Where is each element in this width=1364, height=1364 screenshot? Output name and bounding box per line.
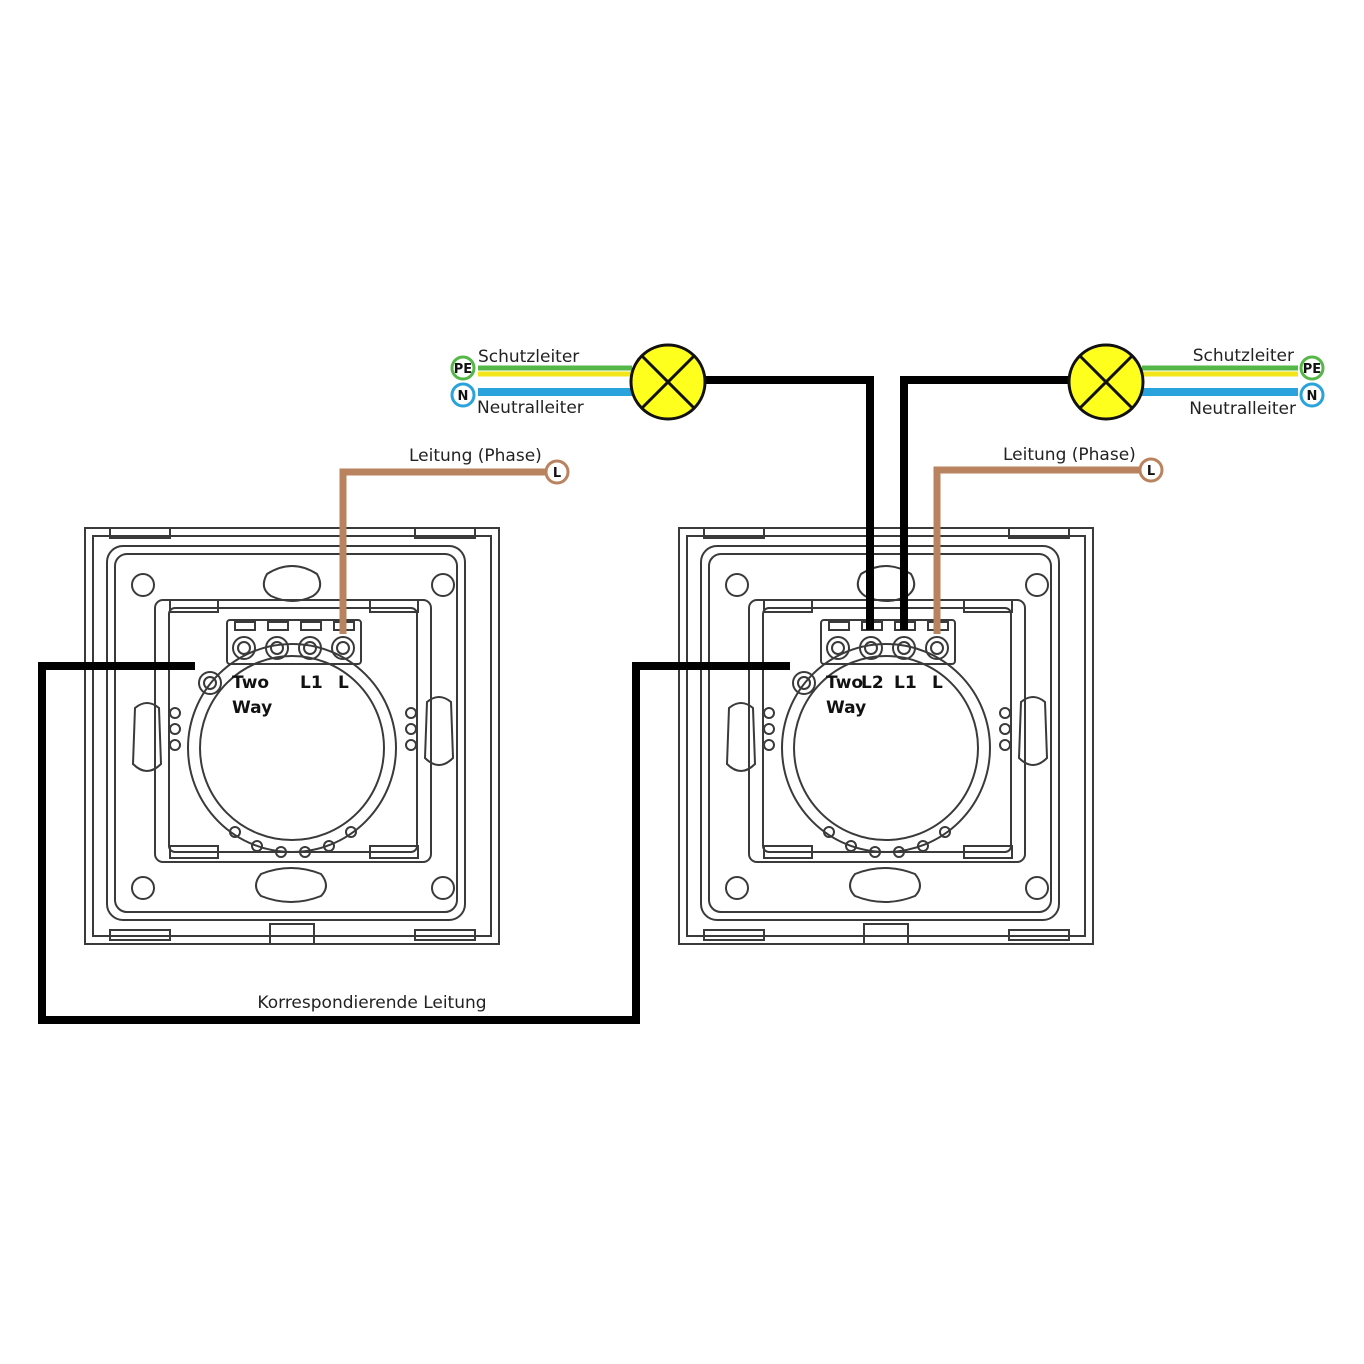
- phase-feed-right: L Leitung (Phase): [933, 445, 1164, 634]
- earth-label: Schutzleiter: [1193, 346, 1294, 366]
- terminal-two-label: Two: [826, 673, 863, 693]
- phase-label: Leitung (Phase): [409, 446, 542, 466]
- switch-left-terminal-labels: Two Way L1 L: [232, 673, 349, 718]
- n-badge: N: [458, 389, 469, 404]
- neutral-label: Neutralleiter: [1189, 399, 1296, 419]
- switch-left: [84, 527, 500, 945]
- lamp-left-icon: [629, 343, 707, 421]
- switch-right: [678, 527, 1094, 945]
- earth-label: Schutzleiter: [478, 347, 579, 367]
- pe-badge: PE: [454, 362, 472, 377]
- terminal-two-label: Two: [232, 673, 269, 693]
- terminal-l-label: L: [932, 673, 943, 693]
- traveler-label: Korrespondierende Leitung: [257, 993, 486, 1013]
- terminal-way-label: Way: [232, 698, 272, 718]
- terminal-l-label: L: [338, 673, 349, 693]
- n-badge: N: [1307, 389, 1318, 404]
- lamp2-supply: PE N Schutzleiter Neutralleiter: [1142, 346, 1325, 419]
- switched-lamp-wires: [704, 376, 1070, 630]
- terminal-way-label: Way: [826, 698, 866, 718]
- neutral-label: Neutralleiter: [477, 398, 584, 418]
- switch-right-terminal-labels: Two Way L2 L1 L: [826, 673, 943, 718]
- l-badge: L: [1147, 464, 1155, 479]
- terminal-l2-label: L2: [861, 673, 884, 693]
- l-badge: L: [553, 466, 561, 481]
- terminal-l1-label: L1: [894, 673, 917, 693]
- lamp-right-icon: [1067, 343, 1145, 421]
- traveler-wire: Korrespondierende Leitung: [38, 662, 790, 1024]
- lamp1-supply: PE N Schutzleiter Neutralleiter: [450, 347, 632, 418]
- phase-label: Leitung (Phase): [1003, 445, 1136, 465]
- phase-feed-left: L Leitung (Phase): [339, 446, 570, 634]
- pe-badge: PE: [1303, 362, 1321, 377]
- terminal-l1-label: L1: [300, 673, 323, 693]
